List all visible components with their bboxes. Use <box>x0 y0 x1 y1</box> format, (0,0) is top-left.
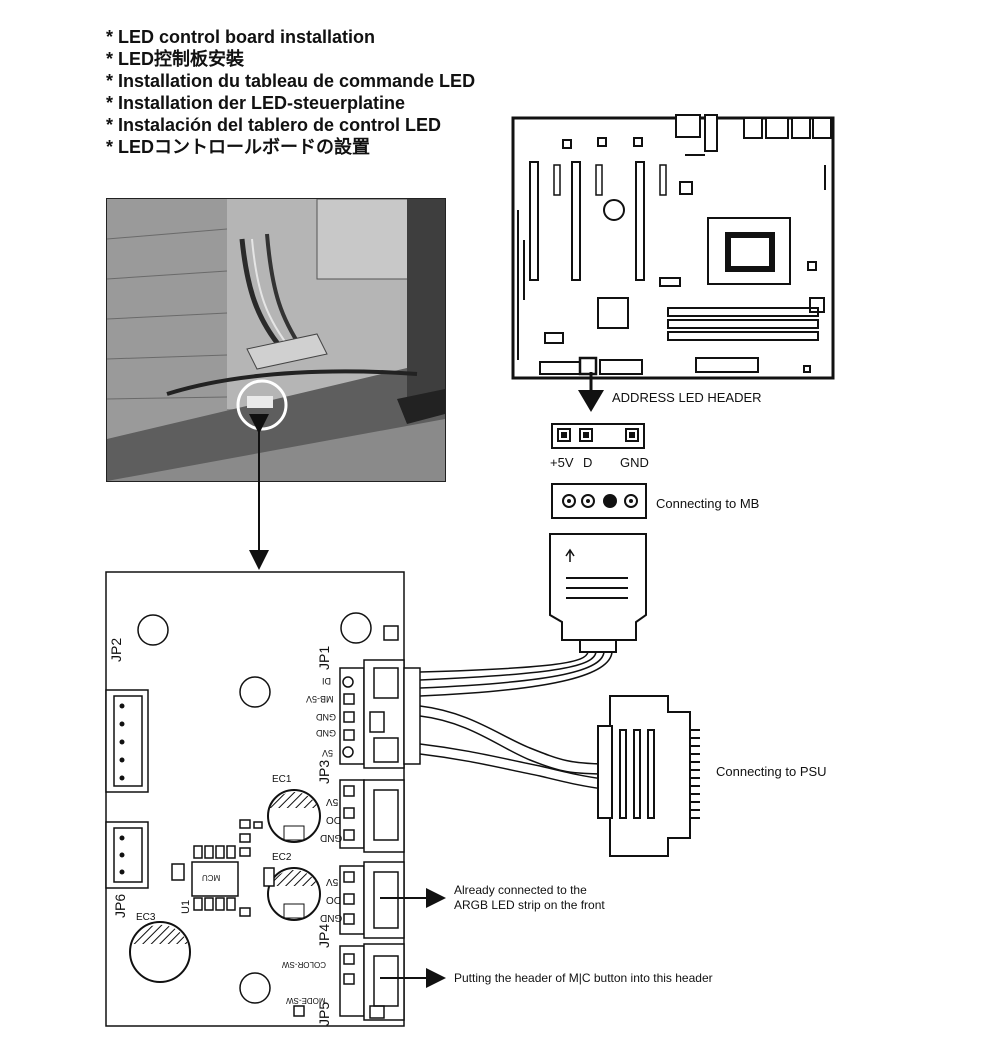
chassis-photo <box>106 198 446 482</box>
jp3-pin-do: DO <box>326 814 341 825</box>
jp1-label: JP1 <box>316 645 332 670</box>
motherboard <box>511 114 835 380</box>
title-zh: * LED控制板安裝 <box>106 49 245 69</box>
jp1-pin-gnd1: GND <box>316 712 336 722</box>
title-ja: * LEDコントロールボードの設置 <box>106 137 371 157</box>
address-led-header <box>551 423 645 449</box>
jp1-pin-di: DI <box>322 676 331 686</box>
already-connected-line2: ARGB LED strip on the front <box>454 898 605 912</box>
jp4-pin-gnd: GND <box>320 912 343 923</box>
jp1-pin-mb5v: MB-5V <box>306 694 334 704</box>
ec2-label: EC2 <box>272 852 292 863</box>
title-de: * Installation der LED-steuerplatine <box>106 93 406 113</box>
cables <box>419 651 613 791</box>
mb-connector-plug <box>549 533 647 653</box>
jp3-pin-gnd: GND <box>320 832 343 843</box>
putting-header-label: Putting the header of M|C button into th… <box>454 971 713 985</box>
title-list: * LED control board installation * LED控制… <box>106 26 475 158</box>
already-connected-line1: Already connected to the <box>454 883 587 897</box>
pin-gnd-label: GND <box>620 455 649 470</box>
jp4-pin-5v: 5V <box>326 876 339 887</box>
mode-sw-label: MODE-SW <box>286 996 326 1005</box>
address-led-header-label: ADDRESS LED HEADER <box>612 390 762 405</box>
color-sw-label: COLOR-SW <box>282 960 326 969</box>
mcu-label: MCU <box>202 873 221 882</box>
down-arrow-icon <box>578 390 604 412</box>
connecting-mb-label: Connecting to MB <box>656 496 760 511</box>
jp1-pin-5v: 5V <box>322 748 334 758</box>
jp4-pin-do: DO <box>326 894 341 905</box>
title-es: * Instalación del tablero de control LED <box>106 115 442 135</box>
jp5-label: JP5 <box>316 1001 332 1026</box>
jp1-pin-gnd2: GND <box>316 728 336 738</box>
led-control-board <box>105 571 421 1027</box>
jp3-pin-5v: 5V <box>326 796 339 807</box>
title-fr: * Installation du tableau de commande LE… <box>106 71 476 91</box>
jp2-label: JP2 <box>108 637 124 662</box>
jp4-label: JP4 <box>316 923 332 948</box>
psu-connector <box>597 695 700 857</box>
title-en: * LED control board installation <box>106 27 376 47</box>
ec1-label: EC1 <box>272 774 292 785</box>
jp3-label: JP3 <box>316 759 332 784</box>
jp6-label: JP6 <box>112 893 128 918</box>
pin-5v-label: +5V <box>550 455 574 470</box>
connecting-psu-label: Connecting to PSU <box>716 764 827 779</box>
mb-connector-face <box>551 483 647 519</box>
pin-d-label: D <box>583 455 593 470</box>
ec3-label: EC3 <box>136 912 156 923</box>
u1-label: U1 <box>180 899 192 914</box>
